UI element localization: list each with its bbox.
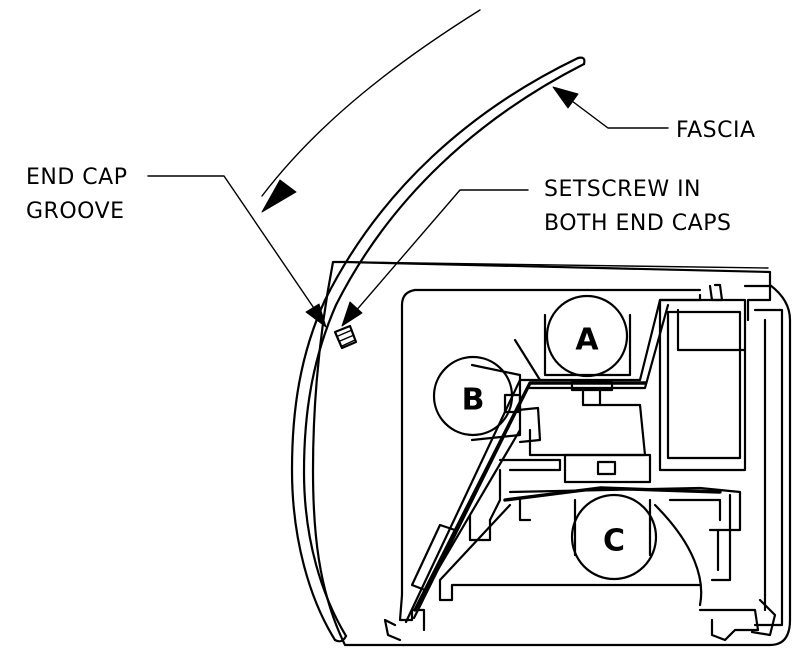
mounting-plate	[404, 293, 702, 624]
lower-bracket	[438, 453, 742, 607]
roll-b-assembly	[470, 363, 542, 444]
fascia-leader	[552, 86, 669, 129]
setscrew	[333, 324, 358, 350]
marker-b-label: B	[462, 383, 485, 418]
rotation-arrow	[261, 9, 481, 213]
marker-c: C	[570, 493, 658, 581]
housing-body	[311, 260, 792, 647]
marker-a: A	[545, 294, 629, 378]
end-cap-groove-leader	[147, 175, 327, 328]
fascia-label: FASCIA	[676, 118, 756, 143]
end-cap-groove-label-line1: END CAP	[26, 165, 127, 190]
fascia-panel	[290, 56, 586, 643]
setscrew-label-line1: SETSCREW IN	[544, 177, 701, 202]
end-cap-groove-label-line2: GROOVE	[26, 199, 125, 224]
marker-a-label: A	[575, 323, 599, 358]
marker-c-label: C	[603, 524, 625, 559]
setscrew-label-line2: BOTH END CAPS	[544, 211, 731, 236]
roll-c-assembly	[573, 498, 652, 557]
setscrew-leader	[341, 189, 529, 327]
marker-b: B	[432, 355, 514, 437]
